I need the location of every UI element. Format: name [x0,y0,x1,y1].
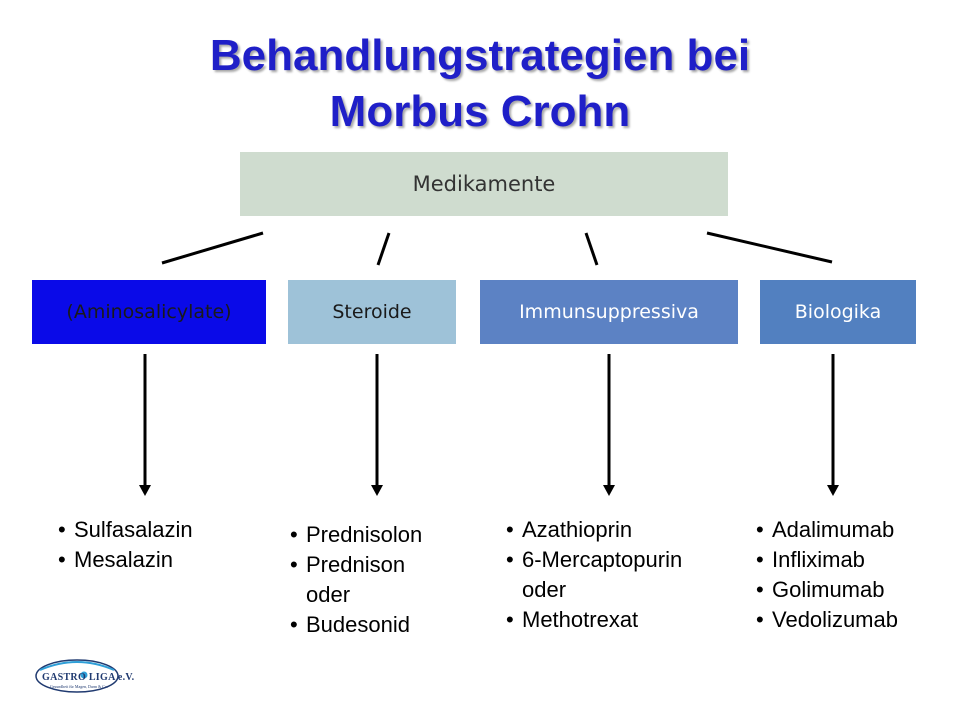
arrowhead-aminosalicylate [139,485,151,496]
arrowhead-biologika [827,485,839,496]
drug-item-connector: oder [522,577,567,602]
gastro-liga-logo-icon [35,659,119,693]
category-immunsuppressiva-label: Immunsuppressiva [519,301,699,323]
logo-subtext: Gesundheit für Magen, Darm & Co. [50,684,108,689]
drug-item: 6-Mercaptopurin [506,545,682,575]
category-biologika-label: Biologika [794,301,882,323]
drug-list-aminosalicylate: Sulfasalazin Mesalazin [58,515,193,575]
drug-item: Methotrexat [506,605,682,635]
drug-item: Azathioprin [506,515,682,545]
drug-item: Prednisolon [290,520,422,550]
category-steroide-label: Steroide [332,301,412,323]
drug-item: Adalimumab [756,515,898,545]
drug-item: Infliximab [756,545,898,575]
category-aminosalicylate-label: (Aminosalicylate) [66,301,232,323]
drug-item: Golimumab [756,575,898,605]
title-line-1: Behandlungstrategien bei [209,31,751,80]
arrowhead-immunsuppressiva [603,485,615,496]
gastro-liga-logo: GASTRO LIGA e.V. Gesundheit für Magen, D… [34,652,134,696]
title-line-2: Morbus Crohn [329,87,631,136]
drug-item: Prednison [290,550,422,580]
drug-item: Vedolizumab [756,605,898,635]
category-steroide: Steroide [288,280,456,344]
branch-line-biologika [706,231,833,264]
drug-list-biologika: Adalimumab Infliximab Golimumab Vedolizu… [756,515,898,635]
drug-item-connector: oder [306,582,351,607]
drug-item: Mesalazin [58,545,193,575]
drug-item: Budesonid [290,610,422,640]
arrowhead-steroide [371,485,383,496]
category-biologika: Biologika [760,280,916,344]
node-medikamente: Medikamente [240,152,728,216]
branch-line-steroide [376,232,391,266]
category-immunsuppressiva: Immunsuppressiva [480,280,738,344]
branch-line-aminosalicylate [161,231,264,265]
node-medikamente-label: Medikamente [412,172,556,196]
branch-line-immunsuppressiva [584,232,599,266]
category-aminosalicylate: (Aminosalicylate) [32,280,266,344]
drug-list-immunsuppressiva: Azathioprin 6-Mercaptopurin oder Methotr… [506,515,682,635]
drug-list-steroide: Prednisolon Prednison oder Budesonid [290,520,422,640]
drug-item: Sulfasalazin [58,515,193,545]
logo-text: GASTRO LIGA e.V. [42,672,135,683]
slide-title: Behandlungstrategien bei Morbus Crohn [0,28,960,140]
